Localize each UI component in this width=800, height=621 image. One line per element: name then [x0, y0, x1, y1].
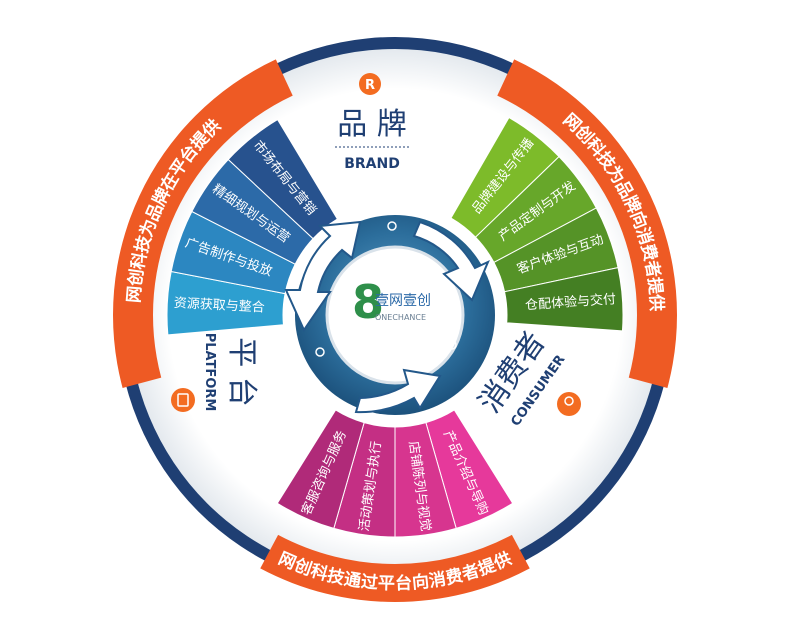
platform-item-1: 资源获取与整合: [173, 296, 265, 316]
arrow-left: [284, 220, 362, 333]
arrow-bottom: [354, 368, 442, 414]
platform-sector-4: [227, 118, 339, 240]
cycle-arrows: [284, 220, 490, 414]
center-dot-left: [315, 347, 325, 357]
device-icon: [177, 393, 189, 407]
logo-mark: 8: [352, 275, 384, 329]
logo-tagline: ONECHANCE: [375, 313, 426, 322]
platform-subtitle: PLATFORM: [202, 333, 217, 412]
logo-disc: [325, 245, 465, 385]
platform-badge: [171, 388, 195, 412]
left-banner: [113, 59, 293, 388]
brand-title: 品 牌: [337, 107, 407, 142]
platform-title: 平 台: [224, 337, 259, 407]
brand-badge: [359, 73, 381, 95]
brand-subtitle: BRAND: [344, 156, 400, 172]
arrow-top-right: [412, 220, 490, 302]
platform-label-group: 平 台 PLATFORM: [202, 333, 259, 412]
consumer-sector-4: [276, 409, 365, 530]
bottom-banner: [260, 534, 530, 602]
brand-sector-4: [503, 267, 624, 332]
center-dot-top: [387, 221, 397, 231]
logo: 8 壹网壹创 ONECHANCE: [352, 275, 431, 329]
center-dot-right: [447, 340, 457, 350]
user-icon: [564, 396, 574, 406]
right-banner: [497, 59, 678, 388]
consumer-badge: [557, 392, 581, 416]
logo-name: 壹网壹创: [375, 293, 431, 309]
sector-group: [166, 116, 624, 538]
brand-badge-letter: R: [365, 78, 375, 93]
brand-item-4: 仓配体验与交付: [525, 291, 617, 313]
brand-label-group: R 品 牌 BRAND: [335, 73, 410, 172]
